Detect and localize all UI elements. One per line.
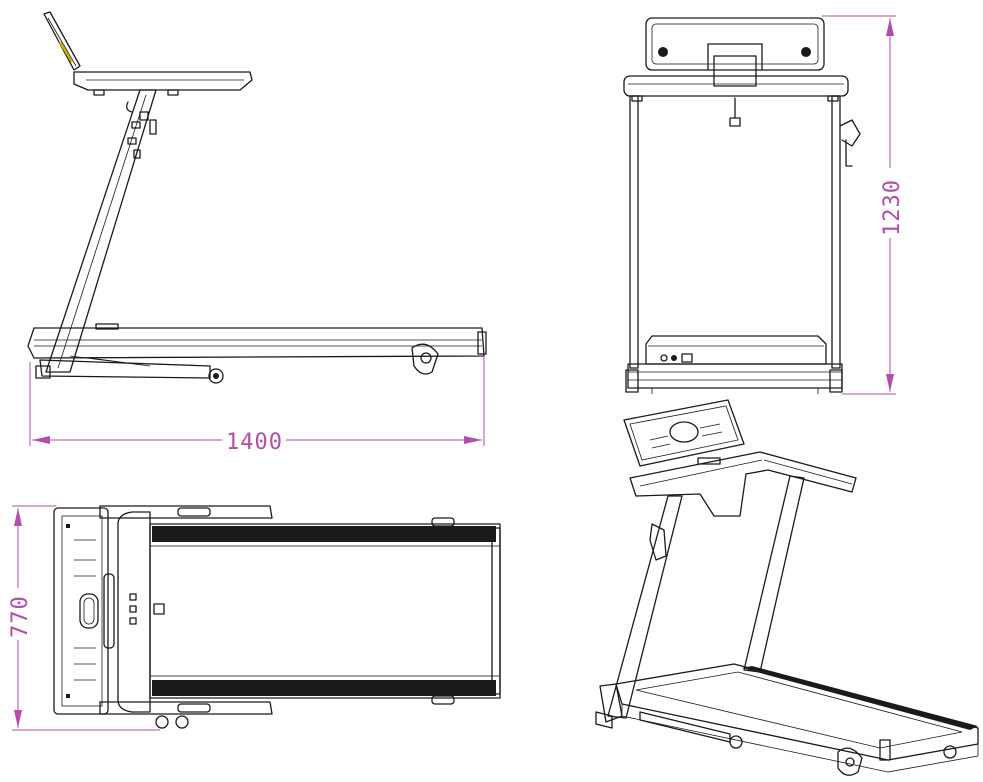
- front-console-bracket: [707, 43, 763, 71]
- persp-side-handle: [649, 523, 667, 561]
- top-console-panel: [53, 507, 109, 715]
- top-wheel-right: [175, 715, 189, 729]
- height-dimension-label: 1230: [880, 179, 905, 236]
- persp-upright-left: [607, 495, 683, 719]
- persp-front-foot: [837, 747, 863, 776]
- front-upright-left: [629, 95, 639, 369]
- perspective-view: [595, 399, 979, 776]
- length-dimension-label: 1400: [226, 430, 283, 455]
- top-motor-hood: [117, 511, 151, 713]
- side-console-screen: [43, 11, 81, 71]
- width-dimension-label: 770: [8, 595, 33, 638]
- side-base-frame: [39, 359, 211, 379]
- front-upright-right: [831, 95, 841, 369]
- side-running-deck: [27, 327, 485, 359]
- top-running-deck: [149, 523, 501, 699]
- side-handrail: [73, 71, 253, 91]
- top-handrail-right-arm: [99, 701, 273, 715]
- top-side-rail-left: [152, 526, 496, 542]
- front-view: 1230: [623, 15, 905, 395]
- persp-console-display: [669, 421, 699, 443]
- persp-console: [623, 399, 745, 467]
- top-wheel-left: [155, 715, 169, 729]
- side-view: 1400: [27, 11, 487, 455]
- persp-side-rail: [742, 666, 978, 730]
- side-front-foot: [411, 343, 439, 375]
- persp-running-belt: [635, 671, 963, 749]
- side-console-accent: [58, 41, 74, 63]
- top-console-display: [79, 593, 99, 629]
- top-running-belt: [149, 545, 501, 677]
- front-base: [627, 363, 843, 389]
- persp-handrail: [629, 451, 857, 517]
- top-side-rail-right: [152, 680, 496, 696]
- side-rear-wheel: [208, 368, 224, 384]
- persp-base-frame: [639, 711, 731, 743]
- side-upright-post: [45, 89, 157, 373]
- persp-rear-wheel: [729, 735, 743, 749]
- persp-upright-right: [743, 475, 805, 673]
- top-handrail-left-arm: [99, 505, 273, 519]
- front-side-handle: [839, 119, 861, 147]
- front-handrail-bar: [623, 75, 849, 97]
- top-view: 770: [8, 505, 501, 731]
- front-console: [645, 17, 825, 71]
